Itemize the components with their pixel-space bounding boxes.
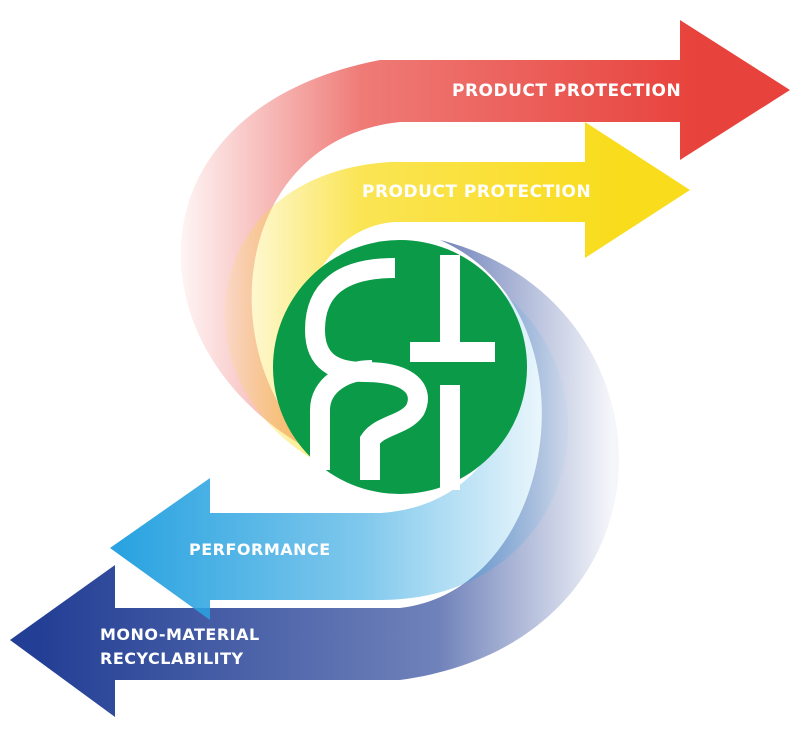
light-blue-arrow <box>110 255 569 620</box>
dark-blue-arrow-label-line-2: RECYCLABILITY <box>100 649 244 668</box>
dark-blue-arrow-label-line-1: MONO-MATERIAL <box>100 625 260 644</box>
red-arrow <box>180 20 790 455</box>
green-circle-logo <box>273 240 527 494</box>
logo-letter-n-shape <box>310 360 373 470</box>
yellow-arrow-label: PRODUCT PROTECTION <box>362 182 591 202</box>
dark-blue-arrow <box>10 240 619 717</box>
red-arrow-label: PRODUCT PROTECTION <box>452 81 681 101</box>
light-blue-arrow-label: PERFORMANCE <box>189 540 331 559</box>
yellow-arrow <box>224 122 690 480</box>
